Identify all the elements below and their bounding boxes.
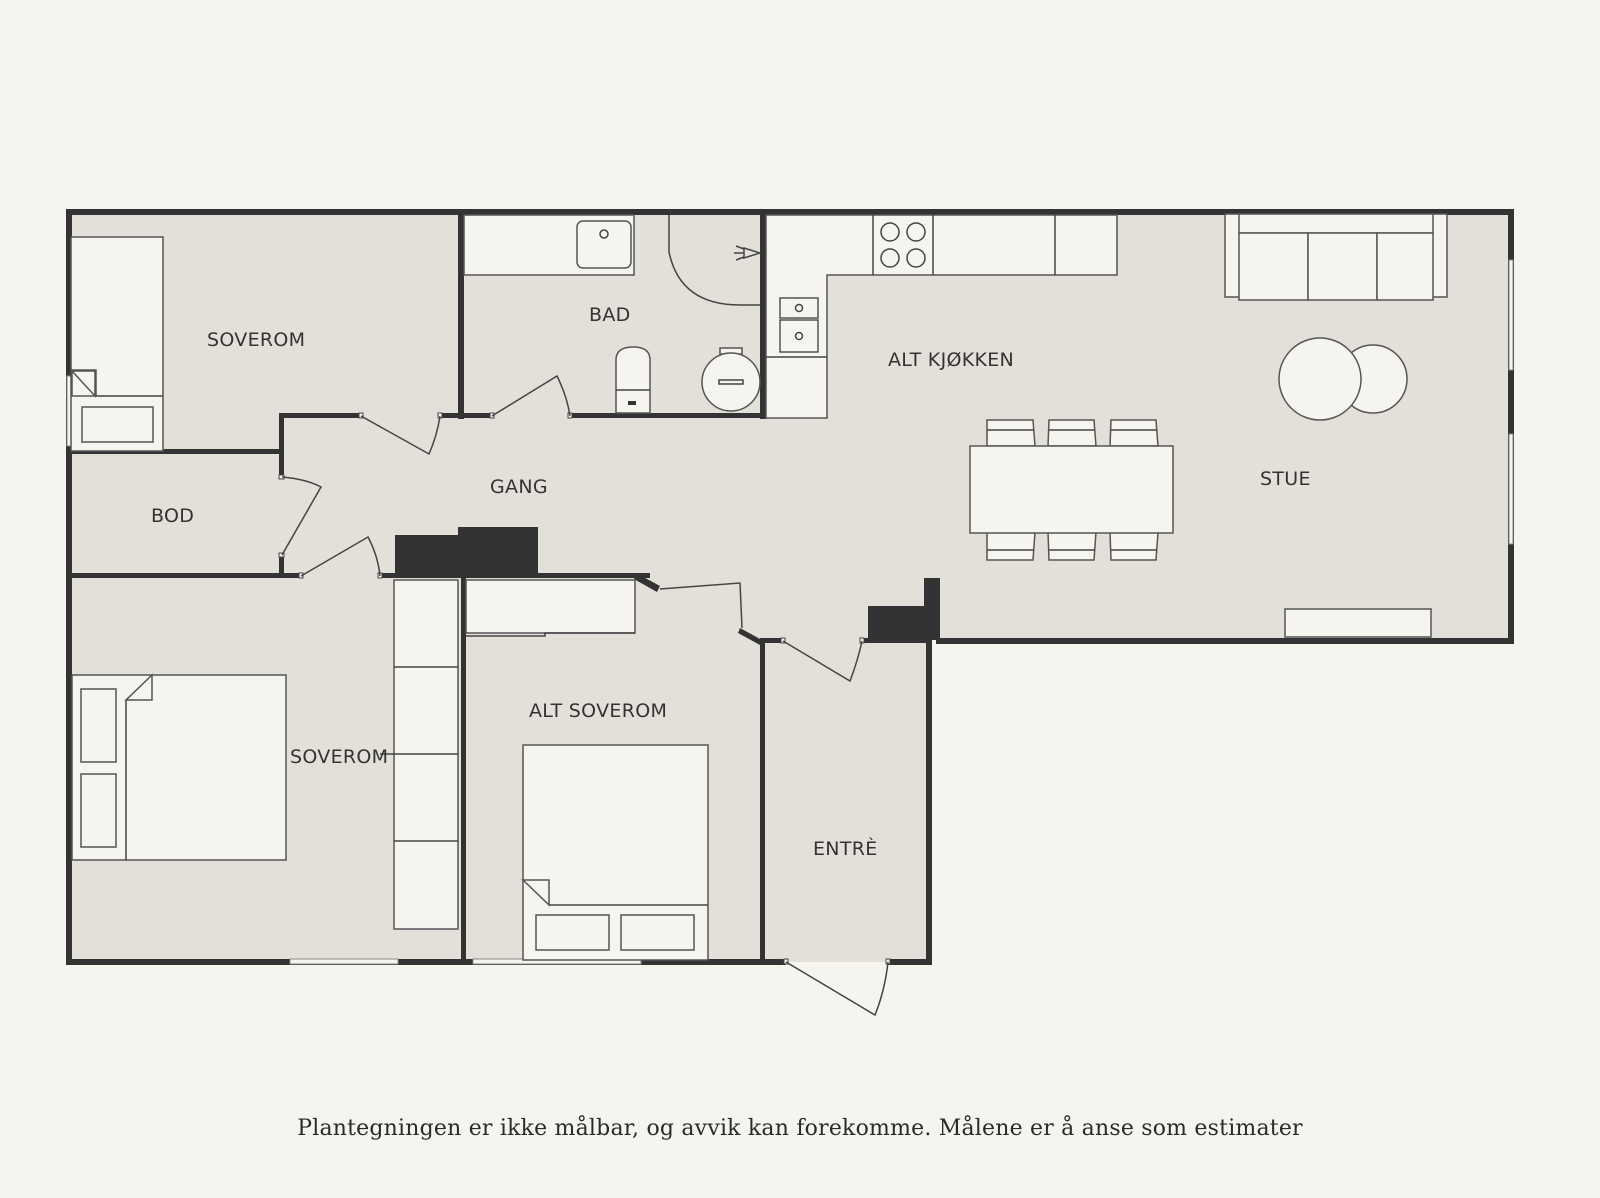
room-label-entre: ENTRÈ — [813, 837, 878, 860]
door-soverom-2 — [300, 535, 381, 577]
dining-chairs — [986, 419, 1159, 561]
interior-walls — [70, 211, 940, 964]
sofa — [1224, 213, 1448, 301]
alt-soverom-closet — [465, 579, 636, 637]
disclaimer-caption: Plantegningen er ikke målbar, og avvik k… — [297, 1116, 1303, 1141]
wardrobe — [380, 579, 459, 930]
dining-set — [969, 419, 1174, 561]
room-label-bod: BOD — [151, 505, 194, 527]
door-bad — [491, 374, 571, 417]
shower — [668, 215, 760, 306]
double-bed-2 — [521, 744, 709, 961]
room-label-gang: GANG — [490, 476, 548, 498]
single-bed — [70, 236, 164, 452]
living-room-furniture — [1224, 213, 1448, 638]
cooktop — [880, 222, 926, 268]
kitchen-counter — [765, 214, 1118, 419]
room-label-soverom-1: SOVEROM — [207, 329, 305, 351]
door-bod — [281, 476, 323, 556]
outer-walls — [66, 209, 1514, 965]
double-sink — [779, 297, 819, 353]
double-bed — [71, 673, 287, 861]
toilet — [615, 346, 651, 414]
door-alt-soverom — [659, 582, 743, 629]
door-soverom-1 — [360, 415, 441, 456]
shower-head — [734, 245, 763, 261]
door-main-entrance — [785, 961, 889, 1017]
tv-bench — [1284, 608, 1432, 638]
windows — [66, 259, 1514, 965]
room-label-bad: BAD — [589, 304, 631, 326]
sink — [576, 220, 632, 269]
round-coffee-tables — [1278, 337, 1408, 421]
room-label-alt-soverom: ALT SOVEROM — [529, 700, 667, 722]
room-label-alt-kjokken: ALT KJØKKEN — [888, 349, 1014, 371]
door-gang-entre — [782, 640, 863, 683]
kitchen — [765, 214, 1118, 419]
doors — [281, 374, 889, 1017]
room-label-stue: STUE — [1260, 468, 1311, 490]
room-labels: SOVEROM BAD ALT KJØKKEN STUE GANG BOD SO… — [151, 304, 1311, 860]
bathroom-fixtures — [463, 214, 763, 414]
dining-table — [969, 445, 1174, 534]
room-label-soverom-2: SOVEROM — [290, 746, 388, 768]
